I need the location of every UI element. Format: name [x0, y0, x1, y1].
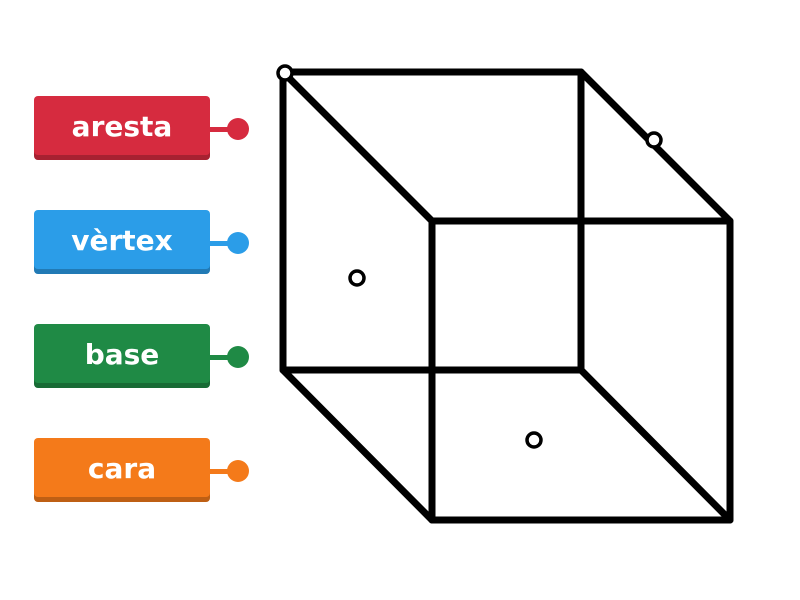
cube-edge-bottom-left	[279, 366, 436, 524]
connector-vertex[interactable]	[208, 232, 250, 254]
connector-knob	[227, 346, 249, 368]
connector-stem	[208, 241, 232, 246]
cube-edge-bottom-right	[577, 366, 734, 524]
connector-knob	[227, 118, 249, 140]
drop-target-bottom-face[interactable]	[525, 431, 543, 449]
connector-aresta[interactable]	[208, 118, 250, 140]
connector-knob	[227, 460, 249, 482]
connector-stem	[208, 355, 232, 360]
cube-edges	[279, 68, 734, 524]
drop-target-upper-right-edge[interactable]	[645, 131, 663, 149]
connector-cara[interactable]	[208, 460, 250, 482]
drop-target-left-face[interactable]	[348, 269, 366, 287]
connector-base[interactable]	[208, 346, 250, 368]
connector-stem	[208, 127, 232, 132]
connector-knob	[227, 232, 249, 254]
connector-stem	[208, 469, 232, 474]
cube-edge-top-left	[279, 68, 436, 225]
drop-target-top-left-vertex[interactable]	[276, 64, 294, 82]
